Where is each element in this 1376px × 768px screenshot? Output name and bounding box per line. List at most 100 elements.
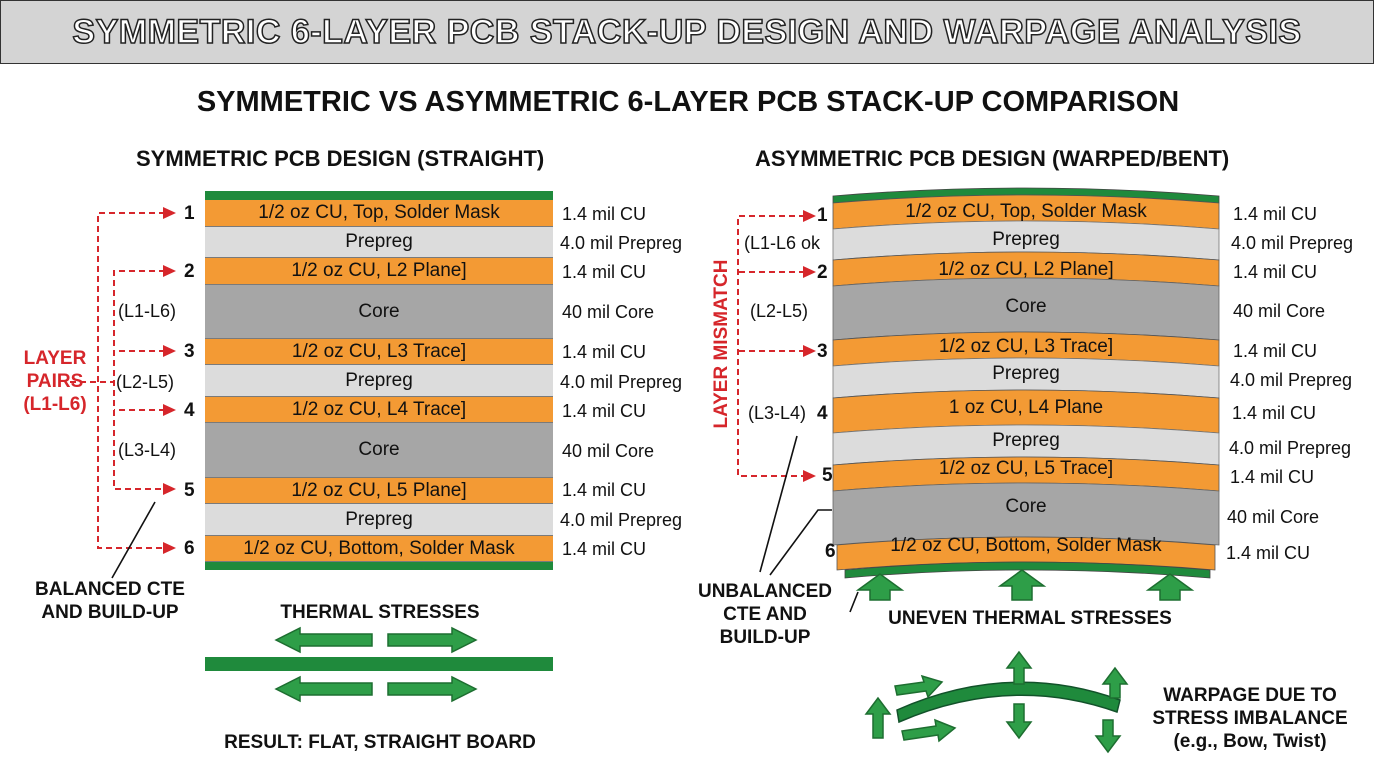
asym-layer-label: 1/2 oz CU, Bottom, Solder Mask [890, 535, 1162, 556]
asym-layer-label: 1/2 oz CU, L2 Plane] [938, 259, 1114, 280]
asym-layer-label: Core [1005, 496, 1047, 517]
arrow-head [803, 470, 816, 482]
asym-leader-line [769, 509, 832, 576]
arrow-head [803, 345, 816, 357]
arrow-up-icon [864, 696, 892, 739]
thermal-stresses-label: THERMAL STRESSES [280, 602, 480, 623]
sym-layer-number: 2 [184, 261, 195, 282]
asym-layer-label: 1/2 oz CU, L5 Trace] [938, 458, 1114, 479]
uneven-thermal-label: UNEVEN THERMAL STRESSES [888, 608, 1172, 629]
sym-layer-number: 4 [184, 400, 195, 421]
sym-layer-core-2: Core [205, 423, 553, 478]
arrow-head [803, 266, 816, 278]
layer-pairs-line: (L1-L6) [23, 394, 87, 415]
arrow-head [163, 483, 176, 495]
sym-layer-l1: 1/2 oz CU, Top, Solder Mask [205, 200, 553, 227]
warpage-note-line: STRESS IMBALANCE [1152, 708, 1348, 729]
unbalanced-note-line: UNBALANCED [697, 581, 833, 602]
sym-leader-line [111, 501, 156, 579]
warped-board [896, 681, 1121, 724]
arrow-up-icon [1145, 573, 1195, 601]
asym-pair-label: (L3-L4) [748, 403, 807, 423]
sym-layer-number: 3 [184, 341, 195, 362]
asym-layer-number: 3 [817, 341, 828, 362]
sym-spec: 4.0 mil Prepreg [560, 233, 683, 253]
result-label: RESULT: FLAT, STRAIGHT BOARD [224, 732, 536, 753]
sym-layer-prepreg-1: Prepreg [205, 227, 553, 258]
sym-layer-l4: 1/2 oz CU, L4 Trace] [205, 397, 553, 423]
asym-spec: 1.4 mil CU [1232, 403, 1317, 423]
asym-spec: 1.4 mil CU [1226, 543, 1311, 563]
sym-spec: 4.0 mil Prepreg [560, 372, 683, 392]
sym-layer-l5: 1/2 oz CU, L5 Plane] [205, 478, 553, 504]
asym-spec: 4.0 mil Prepreg [1229, 438, 1352, 458]
sym-layer-number: 1 [184, 203, 195, 224]
sym-bottom-solder-mask [205, 562, 553, 570]
arrow-left-icon [274, 626, 373, 654]
asym-leader-line [759, 435, 798, 573]
asym-layer-label: 1 oz CU, L4 Plane [948, 397, 1104, 418]
asym-leader-line [849, 591, 859, 613]
arrow-head [163, 207, 176, 219]
asym-spec: 1.4 mil CU [1233, 341, 1318, 361]
arrow-up-icon [1101, 666, 1129, 699]
sym-spec: 1.4 mil CU [562, 204, 647, 224]
arrow-head [163, 404, 176, 416]
asym-spec: 1.4 mil CU [1233, 262, 1318, 282]
warpage-note-line: (e.g., Bow, Twist) [1173, 731, 1327, 752]
arrow-head [803, 210, 816, 222]
arrow-up-icon [997, 569, 1047, 601]
warpage-note: WARPAGE DUE TO STRESS IMBALANCE (e.g., B… [1140, 684, 1360, 753]
sym-layer-number: 5 [184, 480, 195, 501]
asym-layer-number: 4 [817, 403, 828, 424]
asym-pair-label: (L2-L5) [750, 301, 809, 321]
asym-spec: 40 mil Core [1233, 301, 1326, 321]
warpage-note-line: WARPAGE DUE TO [1163, 685, 1337, 706]
sym-spec: 1.4 mil CU [562, 480, 647, 500]
symmetric-heading: SYMMETRIC PCB DESIGN (STRAIGHT) [136, 146, 545, 171]
arrow-head [163, 542, 176, 554]
asym-layer-label: Prepreg [992, 229, 1060, 250]
asym-layer-label: Prepreg [992, 430, 1060, 451]
arrow-down-icon [1094, 719, 1122, 754]
sym-pair-label: (L3-L4) [118, 440, 177, 460]
asym-spec: 4.0 mil Prepreg [1230, 370, 1353, 390]
sym-layer-l6: 1/2 oz CU, Bottom, Solder Mask [205, 536, 553, 562]
layer-mismatch-label: LAYER MISMATCH [711, 259, 732, 429]
asymmetric-heading: ASYMMETRIC PCB DESIGN (WARPED/BENT) [755, 146, 1230, 171]
arrow-right-icon [901, 718, 957, 743]
sym-layer-core-1: Core [205, 285, 553, 339]
arrow-left-icon [274, 675, 373, 703]
main-title: SYMMETRIC VS ASYMMETRIC 6-LAYER PCB STAC… [196, 86, 1180, 118]
layer-pairs-line: LAYER [23, 348, 87, 369]
sym-spec: 1.4 mil CU [562, 342, 647, 362]
sym-layer-prepreg-3: Prepreg [205, 504, 553, 536]
arrow-head [163, 265, 176, 277]
balanced-note-line: BALANCED CTE [35, 579, 185, 600]
layer-pairs-line: PAIRS [26, 371, 84, 392]
sym-pair-label: (L1-L6) [118, 301, 177, 321]
arrow-right-icon [387, 626, 478, 654]
unbalanced-note: UNBALANCED CTE AND BUILD-UP [680, 580, 850, 649]
asym-layer-label: 1/2 oz CU, L3 Trace] [938, 336, 1114, 357]
arrow-down-icon [1005, 703, 1033, 740]
sym-spec: 40 mil Core [562, 441, 655, 461]
sym-layer-number: 6 [184, 538, 195, 559]
asym-layer-label: Core [1005, 296, 1047, 317]
sym-spec: 4.0 mil Prepreg [560, 510, 683, 530]
balanced-note: BALANCED CTE AND BUILD-UP [20, 578, 200, 624]
asym-layer-number: 1 [817, 205, 828, 226]
asym-spec: 4.0 mil Prepreg [1231, 233, 1354, 253]
asym-layer-number: 6 [825, 541, 836, 562]
asym-spec: 1.4 mil CU [1230, 467, 1315, 487]
asym-bottom-solder-mask [844, 561, 1211, 579]
asym-mismatch-bracket [737, 215, 805, 477]
asym-layer-number: 2 [817, 262, 828, 283]
sym-layer-l3: 1/2 oz CU, L3 Trace] [205, 339, 553, 365]
sym-pair-label: (L2-L5) [116, 372, 175, 392]
layer-pairs-label: LAYER PAIRS (L1-L6) [10, 347, 100, 416]
sym-spec: 40 mil Core [562, 302, 655, 322]
unbalanced-note-line: CTE AND [723, 604, 807, 625]
sym-spec: 1.4 mil CU [562, 262, 647, 282]
arrow-up-icon [1005, 650, 1033, 685]
